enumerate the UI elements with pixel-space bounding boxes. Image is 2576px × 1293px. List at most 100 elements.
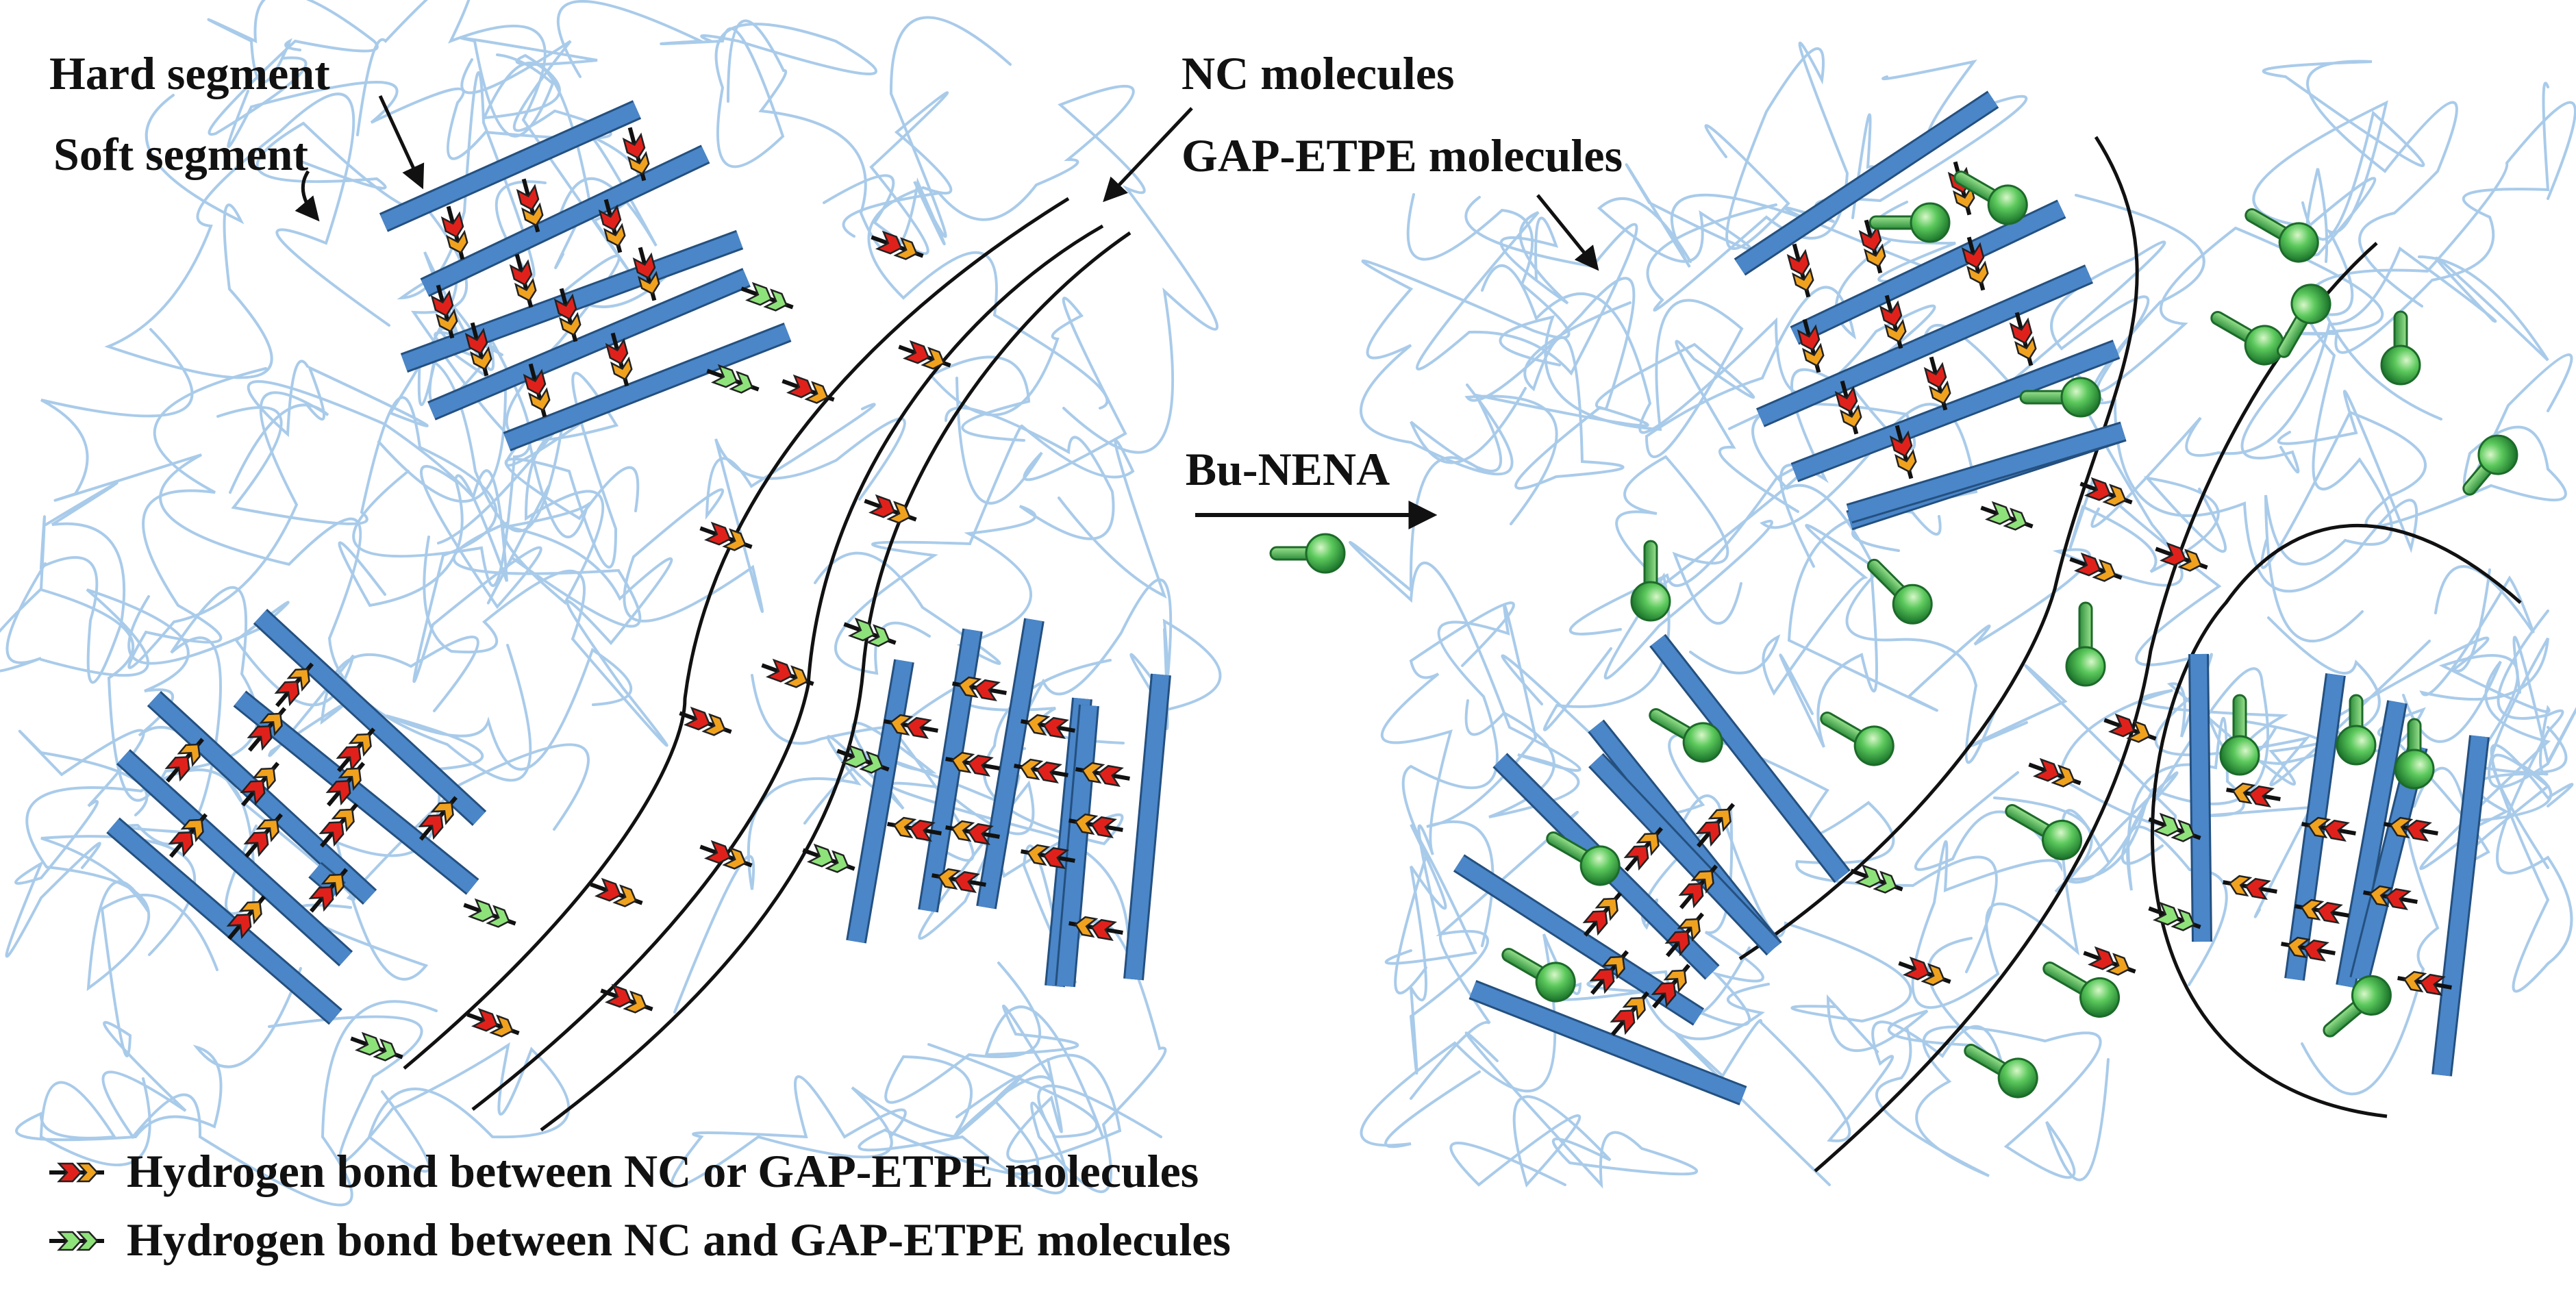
same-bond-chevron-icon: [1834, 380, 1862, 435]
bond-chevron-a: [1855, 864, 1882, 888]
bond-chevron-a: [1786, 249, 1810, 276]
bond-chevron-b: [2102, 484, 2127, 507]
same-bond-chevron-icon: [605, 332, 633, 387]
bond-chevron-b: [1690, 870, 1714, 894]
bond-chevron-a: [1889, 430, 1913, 457]
bond-chevron-b: [1601, 955, 1625, 979]
bu-nena-lollipop-icon: [2005, 804, 2083, 860]
bond-chevron-b: [603, 223, 626, 247]
bond-chevron-b: [2228, 875, 2253, 897]
bond-chevron-b: [612, 884, 637, 907]
bond-chevron-b: [825, 850, 849, 873]
bond-chevron-b: [859, 751, 884, 774]
bu-nena-ball: [1579, 845, 1621, 886]
bu-nena-lollipop-icon: [2380, 310, 2421, 386]
nc-chain: [540, 231, 1131, 1132]
bu-nena-lollipop-icon: [2323, 975, 2392, 1038]
hard-segment-domains-plasticized: [1453, 90, 2490, 1105]
same-bond-chevron-icon: [1014, 758, 1068, 784]
soft-segment-chain: [2262, 60, 2458, 307]
soft-segment-chain: [2126, 717, 2314, 986]
bond-chevron-b: [729, 371, 753, 394]
bond-chevron-b: [889, 714, 914, 736]
hard-segment-bar-fill: [1790, 201, 2066, 343]
same-bond-chevron-icon: [1898, 956, 1951, 986]
same-bond-chevron-icon: [622, 127, 650, 181]
bond-chevron-b: [627, 151, 650, 175]
bond-chevron-b: [528, 387, 551, 412]
bond-chevron-b: [1074, 813, 1099, 836]
soft-segment-chain: [2490, 610, 2574, 993]
bond-chevron-a: [1903, 956, 1930, 981]
bu-nena-lollipop-icon: [2277, 284, 2331, 358]
bond-chevron-a: [1961, 242, 1985, 269]
bond-chevron-b: [489, 1014, 514, 1038]
bond-chevron-b: [784, 665, 808, 688]
bond-chevron-b: [331, 808, 355, 832]
bond-chevron-a: [523, 368, 547, 396]
bond-chevron-a: [308, 886, 334, 912]
same-bond-chevron-icon: [2384, 816, 2438, 842]
bu-nena-lollipop-icon: [2462, 434, 2518, 496]
bond-chevron-b: [623, 990, 647, 1014]
same-bond-chevron-icon: [1068, 813, 1123, 839]
same-bond-chevron-icon: [679, 706, 732, 736]
bond-chevron-b: [937, 868, 962, 890]
same-bond-chevron-icon: [945, 751, 1000, 777]
hard-segment-bar-fill: [1469, 981, 1747, 1104]
bond-chevron-b: [2014, 336, 2037, 360]
hard-segment-bar-fill: [1847, 423, 2126, 522]
bond-chevron-a: [509, 259, 533, 286]
bu-nena-ball: [1535, 962, 1576, 1003]
soft-segment-chain: [2068, 476, 2277, 761]
bond-chevron-b: [1708, 808, 1731, 832]
soft-segment-chain: [1416, 196, 1638, 376]
soft-segment-chain: [1464, 277, 1799, 525]
bond-chevron-a: [1985, 501, 2012, 525]
bu-nena-ball: [2394, 749, 2435, 790]
bond-chevron-a: [605, 983, 632, 1008]
bu-nena-ball: [1997, 1057, 2038, 1099]
bond-chevron-b: [252, 767, 276, 791]
bond-chevron-b: [1966, 260, 1989, 285]
bond-chevron-a: [553, 293, 577, 321]
bond-chevron-a: [1879, 300, 1903, 327]
same-bond-chevron-icon: [308, 868, 349, 913]
nc-chain: [403, 197, 1070, 1070]
bond-chevron-b: [2126, 720, 2151, 743]
hard-segment-bar-fill: [2434, 735, 2488, 1077]
bond-chevron-b: [446, 229, 468, 254]
bond-chevron-b: [1792, 267, 1814, 292]
bu-nena-lollipop-icon: [1866, 558, 1933, 625]
soft-segment-chain: [127, 367, 329, 669]
soft-segment-chain: [247, 360, 508, 607]
bu-nena-lollipop-icon: [1501, 948, 1576, 1003]
soft-segment-chain: [814, 406, 1115, 665]
bond-chevron-b: [286, 668, 310, 692]
nc-molecule-chains: [403, 197, 1131, 1132]
same-bond-chevron-icon: [1589, 950, 1629, 995]
bond-chevron-b: [2403, 970, 2427, 993]
same-bond-chevron-icon: [1068, 916, 1123, 942]
same-bond-chevron-icon: [2294, 899, 2349, 925]
bond-chevron-a: [168, 831, 194, 857]
bond-chevron-b: [2307, 816, 2331, 839]
bond-chevron-b: [722, 846, 747, 870]
soft-segment-chain: [2075, 194, 2418, 593]
bond-chevron-a: [355, 1031, 382, 1056]
soft-segment-chain: [1381, 601, 1515, 1100]
bond-chevron-b: [1895, 449, 1917, 473]
same-bond-chevron-icon: [632, 247, 660, 301]
legend-item-cross: Hydrogen bond between NC and GAP-ETPE mo…: [49, 1214, 1231, 1266]
soft-segment-chain: [2154, 616, 2431, 787]
same-bond-chevron-icon: [2155, 542, 2208, 572]
plasticized-state-panel: [1349, 41, 2576, 1189]
bond-chevron-a: [868, 494, 896, 518]
bu-nena-lollipop-icon: [1953, 171, 2028, 225]
soft-segment-chain: [216, 396, 542, 683]
same-bond-chevron-icon: [240, 762, 280, 807]
cross-bond-chevron-icon: [2148, 812, 2201, 842]
same-bond-chevron-icon: [440, 205, 468, 260]
bond-chevron-b: [514, 277, 537, 302]
